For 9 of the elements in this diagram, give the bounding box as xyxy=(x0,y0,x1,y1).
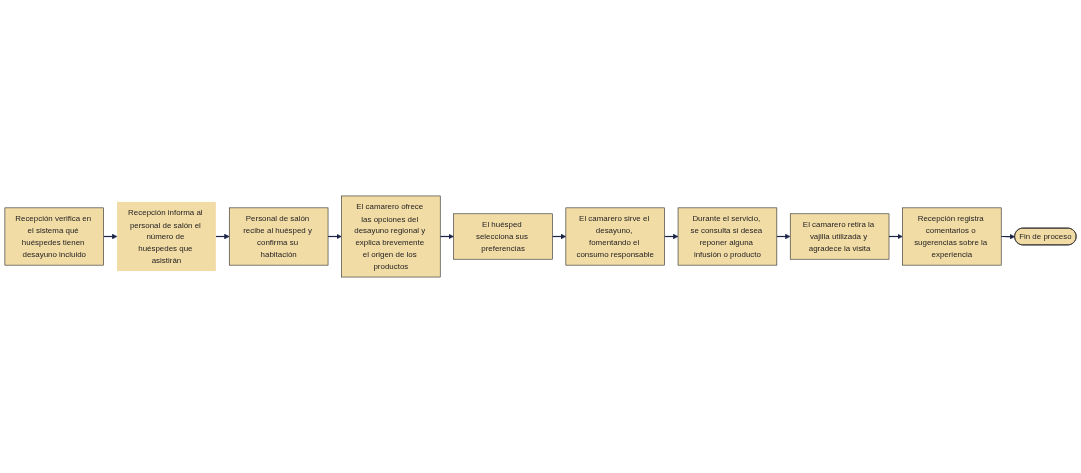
arrow xyxy=(888,233,903,240)
arrow xyxy=(1000,233,1016,240)
arrow xyxy=(664,233,679,240)
arrow xyxy=(551,233,567,240)
arrow xyxy=(439,233,454,240)
arrow xyxy=(215,233,230,240)
arrow xyxy=(776,233,791,240)
arrow xyxy=(327,233,342,240)
arrow xyxy=(103,233,118,240)
